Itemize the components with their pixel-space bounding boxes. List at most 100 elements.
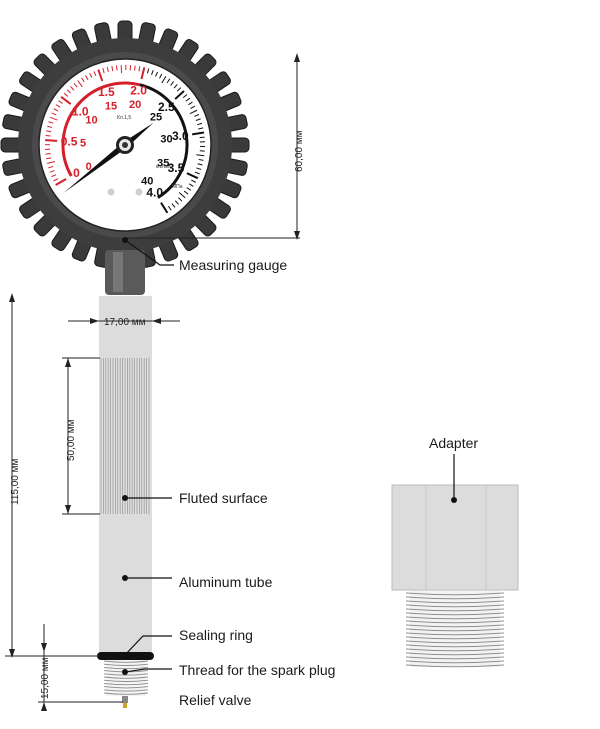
gauge-tick [106,66,109,72]
gauge-tick [196,167,202,170]
label-aluminum-tube: Aluminum tube [179,574,273,590]
thread-line [103,666,149,670]
gauge-tick [192,131,205,136]
gauge-tick [73,83,78,88]
gauge-outer-label: 2.5 [158,100,175,114]
gauge-tick [45,134,51,137]
arrow-up [294,53,300,62]
leader-dots [122,237,457,675]
adapter-thread-line [405,600,505,604]
gauge-inner-label: 20 [129,99,141,111]
gauge-tick [174,90,185,100]
adapter-thread-line [405,592,505,596]
adapter-thread [405,591,505,668]
arrow-up [41,702,47,711]
gauge-tick [47,125,53,128]
gauge-tick [194,171,200,175]
arrow-right [90,318,99,324]
black-zone-arc [139,83,189,199]
gauge-tick [89,72,93,78]
gauge-tick [188,183,194,187]
leader-thread [124,668,172,673]
dimension-arrows [9,53,300,711]
gauge-tick [55,104,61,108]
gauge-inner-label: 10 [85,115,97,127]
adapter-thread-line [405,628,505,632]
gauge-inner-label: 40 [141,176,153,188]
gauge-tick [198,127,204,130]
gauge-outer-label: 0.5 [61,135,78,149]
thread-line [103,686,149,689]
gauge-tick [173,84,178,89]
thread-line [103,663,149,666]
leader-dot [122,652,128,658]
gauge-tick [170,81,175,86]
thread-line [103,689,149,692]
adapter-thread-line [405,664,505,668]
gauge-tick [48,165,54,169]
arrow-down [65,505,71,514]
arrow-up [65,358,71,367]
gauge-tick [197,122,203,126]
gauge-outer-label: 2.0 [130,84,147,98]
gauge-tick [45,153,51,155]
leader-lines [124,239,455,673]
gauge-tick [189,109,198,115]
thread-line [103,679,149,682]
arrow-left [152,318,161,324]
thread-line [103,673,149,676]
label-thread: Thread for the spark plug [179,662,335,678]
gauge-tick [198,158,204,161]
gauge-stem-highlight [113,252,123,292]
gauge-tick [85,75,89,81]
gauge-tick [138,66,141,72]
label-sealing-ring: Sealing ring [179,627,253,643]
dim-gauge-height-text: 60,00 мм [294,130,305,172]
gauge-tick [46,157,52,160]
gauge-tick [66,89,72,94]
relief-valve-body [122,696,128,703]
label-measuring-gauge: Measuring gauge [179,257,287,273]
gauge-tick [196,154,205,157]
gauge-tick [159,73,163,79]
dimension-lines [5,55,300,703]
adapter-thread-line [405,624,505,628]
spark-plug-thread [103,660,149,696]
gauge-tick [97,69,104,82]
gauge-tick [48,121,54,124]
gauge-tick [186,172,199,180]
gauge-tick [146,68,150,74]
adapter-thread-line [405,652,505,656]
dim-thread-length-text: 15,00 мм [40,657,51,699]
adapter-thread-line [405,608,505,612]
gauge-tick [155,71,159,77]
thread-line [103,692,149,695]
gauge-tick [185,97,191,102]
dial-dot-right [135,188,143,196]
gauge-tick [178,197,183,202]
gauge-tick [160,202,169,214]
gauge-tick [197,163,203,166]
gauge-tick [81,77,85,83]
needle-hub-center [122,142,128,148]
gauge-tick [93,71,97,77]
gauge-tick [194,114,200,117]
gauge-outer-label: 1.0 [72,104,89,118]
gauge-tick [191,179,196,183]
gauge-ticks [44,64,205,214]
leader-dot [122,575,128,581]
dim-total-length-text: 115,00 мм [10,459,21,505]
fluted-surface-lines [100,358,150,514]
gauge-tick [53,108,59,112]
adapter-thread-line [405,656,505,660]
dim-fluted-length-text: 50,00 мм [66,419,77,461]
gauge-tick [116,65,118,71]
gauge-tick [178,192,186,199]
gauge-stem [105,250,145,295]
gauge-tick [63,92,69,97]
gauge-tick [49,116,58,121]
gauge-tick [151,69,154,76]
